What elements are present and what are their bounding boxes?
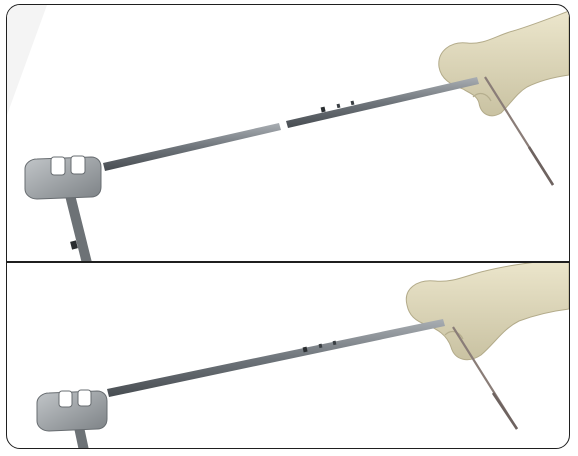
panel-top [7,5,569,262]
t-handle-icon [37,390,107,448]
panel-top-illustration [7,5,569,262]
figure-frame [6,4,570,449]
t-handle-icon [25,156,101,262]
panel-bottom [7,263,569,448]
femur-bone-icon [406,263,569,360]
reamer-rod-icon [103,77,479,171]
femur-bone-icon [439,11,569,116]
background-shade [7,5,47,115]
panel-bottom-illustration [7,263,569,448]
reamer-rod-icon [107,319,445,397]
